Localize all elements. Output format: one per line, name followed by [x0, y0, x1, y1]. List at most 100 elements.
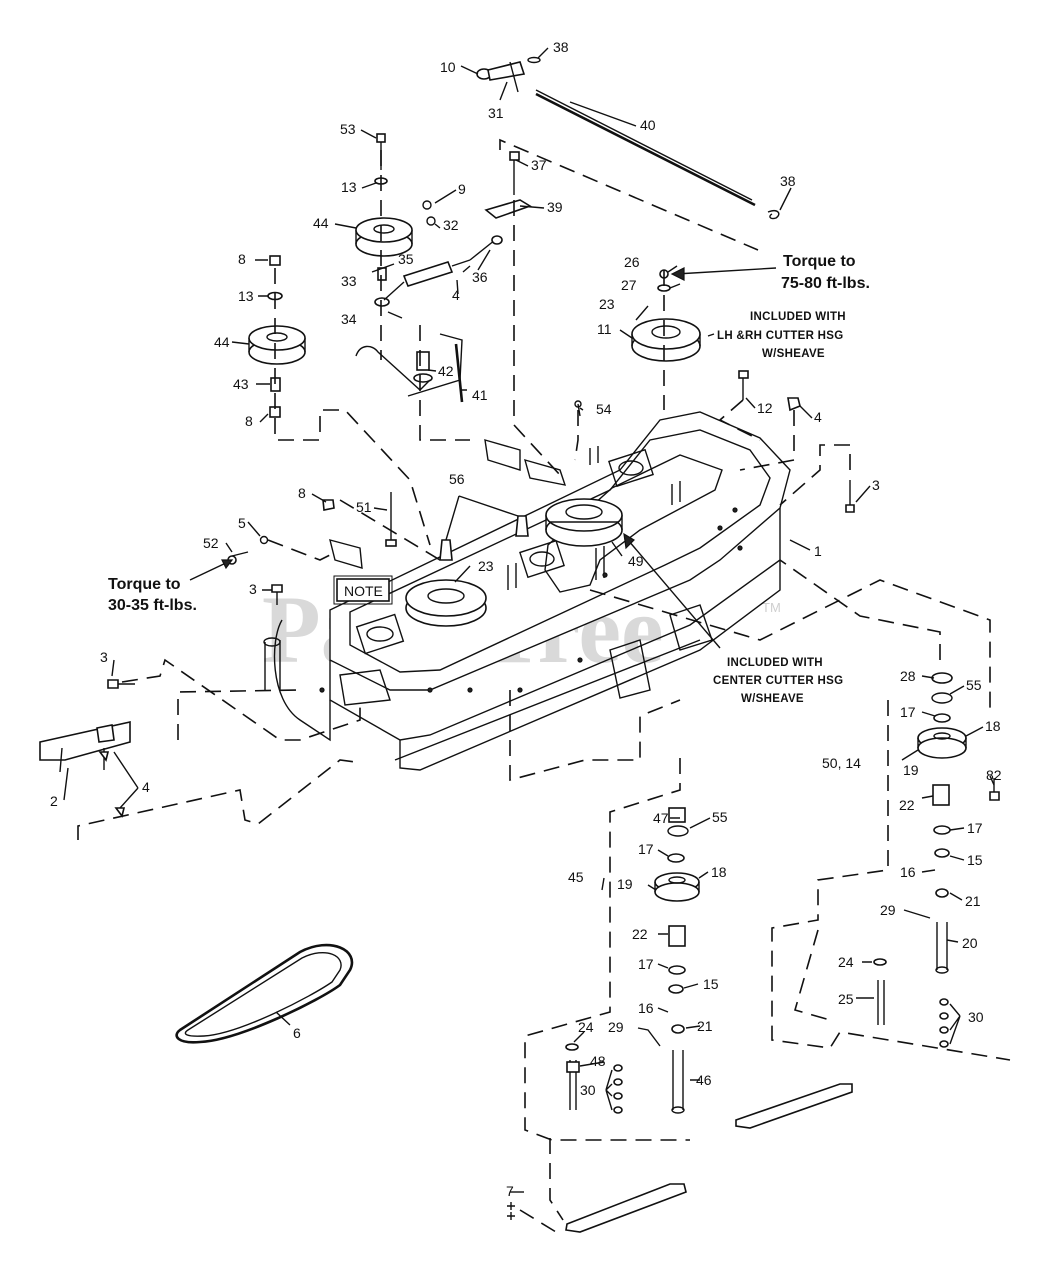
callout: 8	[245, 413, 253, 429]
callout: 16	[900, 864, 916, 880]
callout: 1	[814, 543, 822, 559]
callout: 82	[986, 767, 1002, 783]
callout: 15	[703, 976, 719, 992]
callout: 47	[653, 810, 669, 826]
callout: 30	[580, 1082, 596, 1098]
sheave-49	[545, 498, 623, 547]
callout: 32	[443, 217, 459, 233]
torque-note-upper-line1: Torque to	[783, 253, 856, 270]
callout: 27	[621, 277, 637, 293]
note-box-label: NOTE	[344, 583, 383, 599]
callout: 30	[968, 1009, 984, 1025]
callout: 41	[472, 387, 488, 403]
callout: 21	[697, 1018, 713, 1034]
callout: 2	[50, 793, 58, 809]
callout: 37	[531, 157, 547, 173]
idler-pulley-44-upper	[355, 217, 413, 257]
callout: 33	[341, 273, 357, 289]
callout: 40	[640, 117, 656, 133]
callout: 44	[214, 334, 230, 350]
drive-belt-6	[175, 943, 354, 1044]
callout: 22	[899, 797, 915, 813]
center-note-line3: W/SHEAVE	[741, 693, 804, 705]
callout: 44	[313, 215, 329, 231]
callout: 20	[962, 935, 978, 951]
center-note-line1: INCLUDED WITH	[727, 657, 823, 669]
callout: 36	[472, 269, 488, 285]
leader-lines	[63, 47, 995, 1193]
callout: 8	[238, 251, 246, 267]
callout: 10	[440, 59, 456, 75]
callout: 3	[100, 649, 108, 665]
callout: 35	[398, 251, 414, 267]
callout: 55	[966, 677, 982, 693]
idler-pulley-44-lower	[248, 325, 306, 365]
torque-note-upper-line2: 75-80 ft-lbs.	[781, 275, 870, 292]
callout: 18	[985, 718, 1001, 734]
callout: 5	[238, 515, 246, 531]
callout: 34	[341, 311, 357, 327]
callout: 24	[578, 1019, 594, 1035]
callout: 29	[608, 1019, 624, 1035]
callout: 55	[712, 809, 728, 825]
watermark-tm: TM	[762, 600, 781, 615]
callout: 9	[458, 181, 466, 197]
callout: 13	[238, 288, 254, 304]
spindle-assembly-50-14	[735, 672, 967, 1129]
callout: 6	[293, 1025, 301, 1041]
callout: 16	[638, 1000, 654, 1016]
callout: 42	[438, 363, 454, 379]
callout: 49	[628, 553, 644, 569]
callout: 13	[341, 179, 357, 195]
callout: 56	[449, 471, 465, 487]
callout: 12	[757, 400, 773, 416]
note-arrows	[189, 267, 777, 649]
torque-note-lower-line2: 30-35 ft-lbs.	[108, 597, 197, 614]
callout: 52	[203, 535, 219, 551]
callout: 22	[632, 926, 648, 942]
callout: 8	[298, 485, 306, 501]
callout: 24	[838, 954, 854, 970]
callout: 50, 14	[822, 755, 861, 771]
callout: 51	[356, 499, 372, 515]
callout: 17	[900, 704, 916, 720]
callout: 17	[638, 956, 654, 972]
center-note-line2: CENTER CUTTER HSG	[713, 675, 843, 687]
callout: 28	[900, 668, 916, 684]
lh-rh-note-line2: LH &RH CUTTER HSG	[717, 330, 843, 342]
callout: 38	[553, 39, 569, 55]
assembly-lines	[77, 138, 1011, 1233]
callout: 4	[142, 779, 150, 795]
callout: 11	[597, 321, 612, 337]
callout: 17	[638, 841, 654, 857]
callout: 29	[880, 902, 896, 918]
callout: 43	[233, 376, 249, 392]
callout: 23	[478, 558, 494, 574]
callout: 3	[872, 477, 880, 493]
sheave-23-right	[631, 318, 701, 362]
lh-rh-note-line3: W/SHEAVE	[762, 348, 825, 360]
callout: 46	[696, 1072, 712, 1088]
callout: 39	[547, 199, 563, 215]
plus-marks	[507, 1202, 515, 1220]
callout: 17	[967, 820, 983, 836]
callout: 26	[624, 254, 640, 270]
callout: 4	[452, 287, 460, 303]
callout: 4	[814, 409, 822, 425]
callout: 15	[967, 852, 983, 868]
callout: 48	[590, 1053, 606, 1069]
callout: 19	[903, 762, 919, 778]
callout: 23	[599, 296, 615, 312]
sheave-23-left	[405, 579, 487, 627]
callout: 19	[617, 876, 633, 892]
callout: 7	[506, 1183, 514, 1199]
hardware	[39, 56, 1000, 818]
callout: 3	[249, 581, 257, 597]
callout: 18	[711, 864, 727, 880]
callout: 21	[965, 893, 981, 909]
note-box: NOTE	[333, 575, 393, 605]
callout: 53	[340, 121, 356, 137]
callout: 31	[488, 105, 504, 121]
